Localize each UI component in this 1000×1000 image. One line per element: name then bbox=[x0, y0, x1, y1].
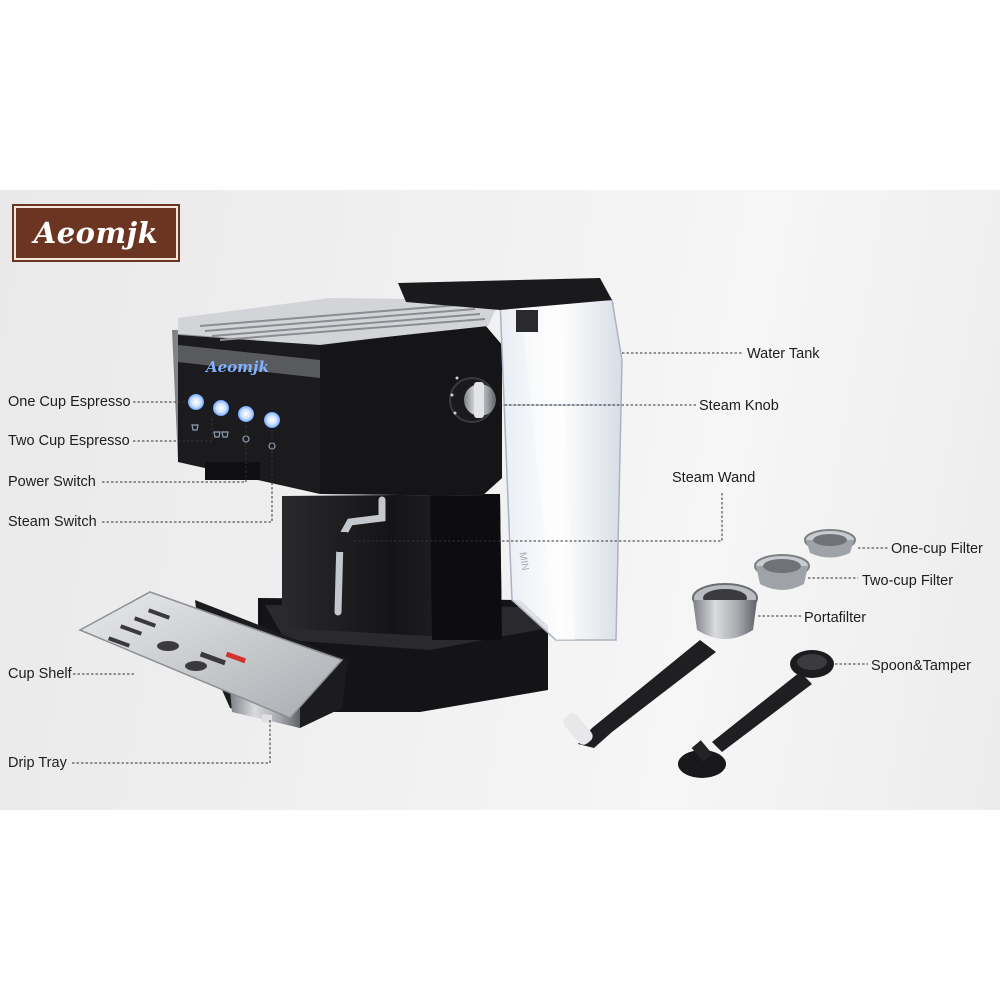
svg-text:Aeomjk: Aeomjk bbox=[204, 358, 269, 376]
label-one-cup-filter: One-cup Filter bbox=[891, 541, 983, 557]
espresso-machine-illustration: Aeomjk MIN bbox=[72, 278, 888, 778]
cup-shelf bbox=[78, 591, 344, 719]
label-two-cup-filter: Two-cup Filter bbox=[862, 573, 954, 589]
label-steam-knob: Steam Knob bbox=[699, 398, 779, 414]
espresso-machine: Aeomjk bbox=[172, 298, 548, 712]
label-one-cup-espresso: One Cup Espresso bbox=[8, 394, 131, 410]
label-steam-wand: Steam Wand bbox=[672, 470, 756, 486]
brand-logo-text: Aeomjk bbox=[33, 216, 159, 250]
label-steam-switch: Steam Switch bbox=[8, 514, 97, 530]
label-water-tank: Water Tank bbox=[747, 346, 820, 362]
one-cup-filter bbox=[804, 529, 856, 558]
label-portafilter: Portafilter bbox=[804, 610, 867, 626]
spoon-tamper bbox=[678, 650, 834, 778]
water-tank: MIN bbox=[398, 278, 623, 641]
label-cup-shelf: Cup Shelf bbox=[8, 666, 72, 682]
label-power-switch: Power Switch bbox=[8, 474, 96, 490]
tank-min-marking: MIN bbox=[516, 551, 530, 571]
label-spoon-tamper: Spoon&Tamper bbox=[871, 658, 971, 674]
two-cup-filter bbox=[754, 554, 810, 590]
brand-logo: Aeomjk bbox=[12, 204, 180, 262]
leader-lines bbox=[72, 352, 888, 764]
label-two-cup-espresso: Two Cup Espresso bbox=[8, 433, 130, 449]
label-drip-tray: Drip Tray bbox=[8, 755, 67, 771]
portafilter bbox=[563, 583, 758, 748]
